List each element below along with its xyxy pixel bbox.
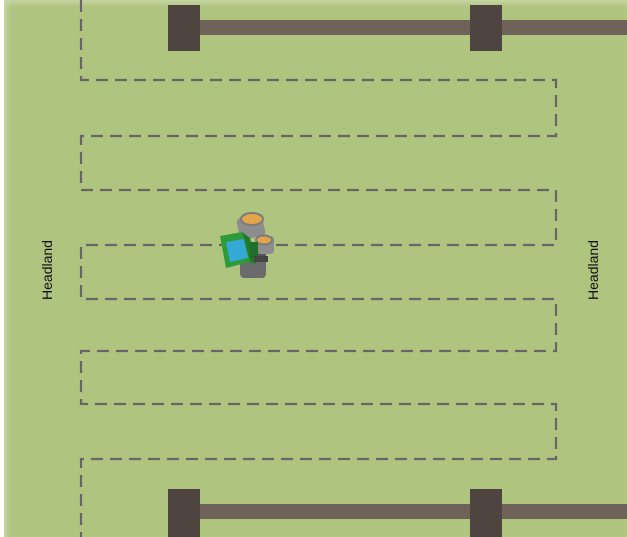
fence-top bbox=[168, 5, 627, 51]
headland-label-right: Headland bbox=[585, 230, 601, 310]
fence-post bbox=[168, 489, 200, 537]
fence-rail bbox=[198, 504, 627, 519]
coverage-path bbox=[81, 0, 556, 537]
fence-bottom bbox=[168, 489, 627, 537]
fence-post bbox=[168, 5, 200, 51]
headland-label-left: Headland bbox=[39, 230, 55, 310]
fence-post bbox=[470, 5, 502, 51]
tractor-sprayer-icon bbox=[220, 213, 274, 278]
fence-post bbox=[470, 489, 502, 537]
fence-rail bbox=[198, 20, 627, 35]
